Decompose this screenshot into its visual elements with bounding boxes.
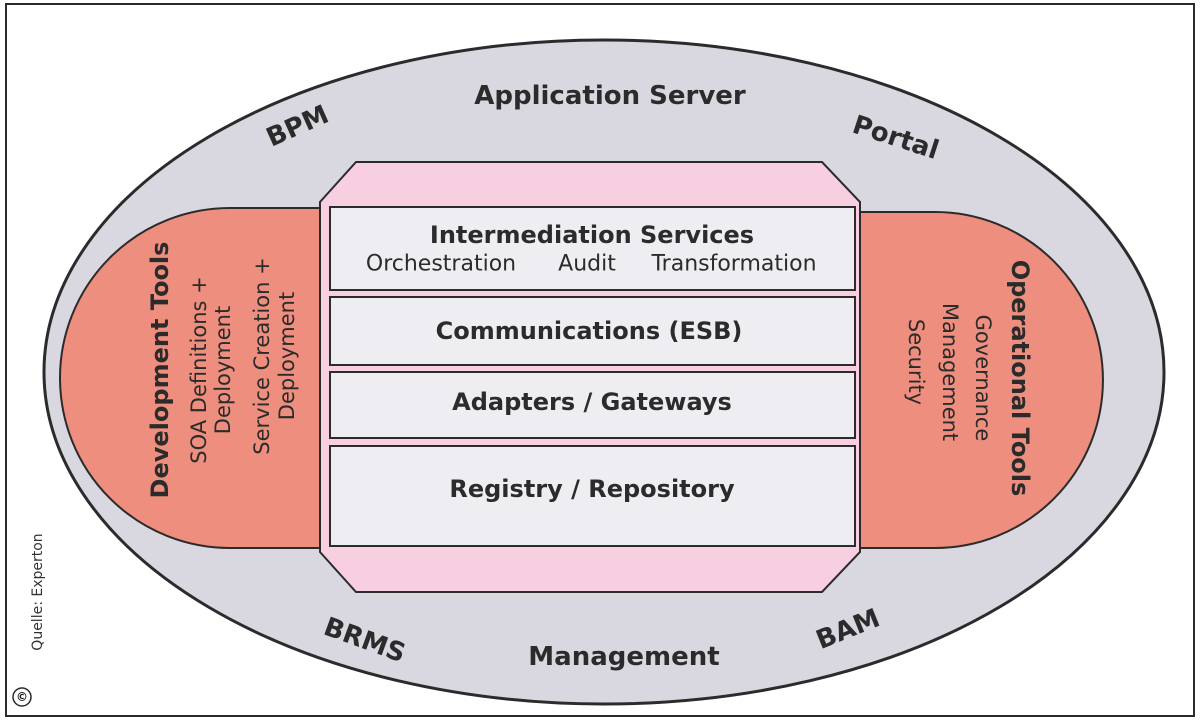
intermediation-item-transformation: Transformation <box>651 251 817 277</box>
communications-layer <box>329 296 856 366</box>
copyright-circle <box>12 687 32 707</box>
copyright-icon: © <box>16 690 28 704</box>
development-tools-title: Development Tools <box>146 241 174 499</box>
development-tools-item-deployment-2: Deployment <box>275 291 299 421</box>
intermediation-layer <box>329 206 856 291</box>
development-tools-item-soa-definitions: SOA Definitions + <box>187 276 211 464</box>
operational-tools-item-governance: Governance <box>971 314 995 442</box>
adapters-title: Adapters / Gateways <box>452 388 732 416</box>
adapters-layer <box>329 371 856 439</box>
operational-tools-item-security: Security <box>904 318 928 406</box>
intermediation-item-orchestration: Orchestration <box>365 251 517 277</box>
source-credit: Quelle: Experton <box>30 533 46 651</box>
development-tools-item-deployment-1: Deployment <box>211 305 235 435</box>
development-tools-item-service-creation: Service Creation + <box>250 257 274 455</box>
ring-label-management: Management <box>528 642 720 672</box>
operational-tools-item-management: Management <box>938 302 962 442</box>
operational-tools-title: Operational Tools <box>1006 259 1034 497</box>
development-tools-shape <box>59 207 331 549</box>
registry-title: Registry / Repository <box>449 475 735 503</box>
registry-layer <box>329 445 856 547</box>
ring-label-application-server: Application Server <box>474 81 746 111</box>
communications-title: Communications (ESB) <box>435 317 743 345</box>
intermediation-title: Intermediation Services <box>429 221 755 249</box>
operational-tools-shape <box>849 211 1104 549</box>
intermediation-item-audit: Audit <box>558 251 616 277</box>
